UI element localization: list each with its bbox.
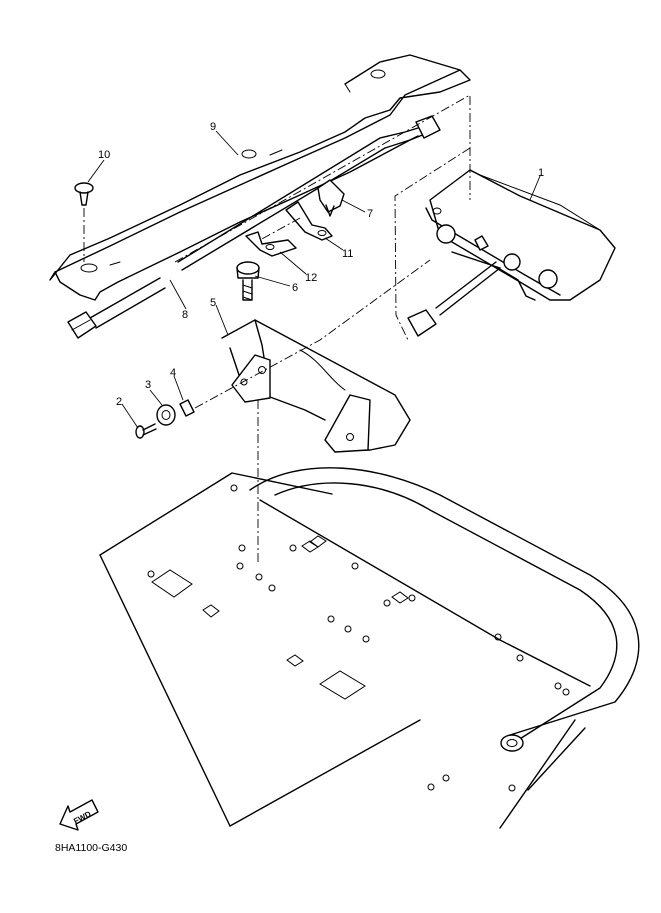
part-5-mount-bracket: [221, 319, 411, 453]
callout-12: 12: [305, 272, 317, 284]
part-8-wire-harness: [67, 115, 441, 339]
callout-1: 1: [538, 167, 544, 179]
part-7-clip: [317, 179, 345, 217]
callout-5: 5: [210, 297, 216, 309]
guide-lines: [174, 94, 471, 562]
leader-lines: [87, 130, 541, 429]
callout-11: 11: [342, 248, 353, 260]
grab-bar: [249, 467, 640, 829]
part-2-screw: [135, 423, 157, 439]
part-4-collar: [179, 399, 195, 417]
part-9-rail-cover: [49, 54, 471, 301]
callout-9: 9: [210, 121, 216, 133]
cargo-deck: [99, 472, 591, 827]
part-1-tail-light: [407, 169, 616, 337]
part-3-grommet: [156, 404, 176, 426]
callout-4: 4: [170, 367, 176, 379]
diagram-code: 8HA1100-G430: [55, 842, 127, 854]
part-12-plate: [245, 231, 297, 257]
part-11-bracket: [285, 201, 333, 241]
part-10-rivet: [74, 182, 94, 262]
callout-6: 6: [292, 282, 298, 294]
part-6-bolt: [236, 261, 260, 301]
callout-7: 7: [367, 208, 373, 220]
callout-labels: 1 2 3 4 5 6 7 8 9 10 11 12: [98, 121, 544, 408]
forward-arrow-icon: [59, 799, 99, 831]
callout-10: 10: [98, 149, 110, 161]
callout-2: 2: [116, 396, 122, 408]
callout-3: 3: [145, 379, 151, 391]
fwd-arrow: FWD: [59, 799, 99, 831]
callout-8: 8: [182, 309, 188, 321]
